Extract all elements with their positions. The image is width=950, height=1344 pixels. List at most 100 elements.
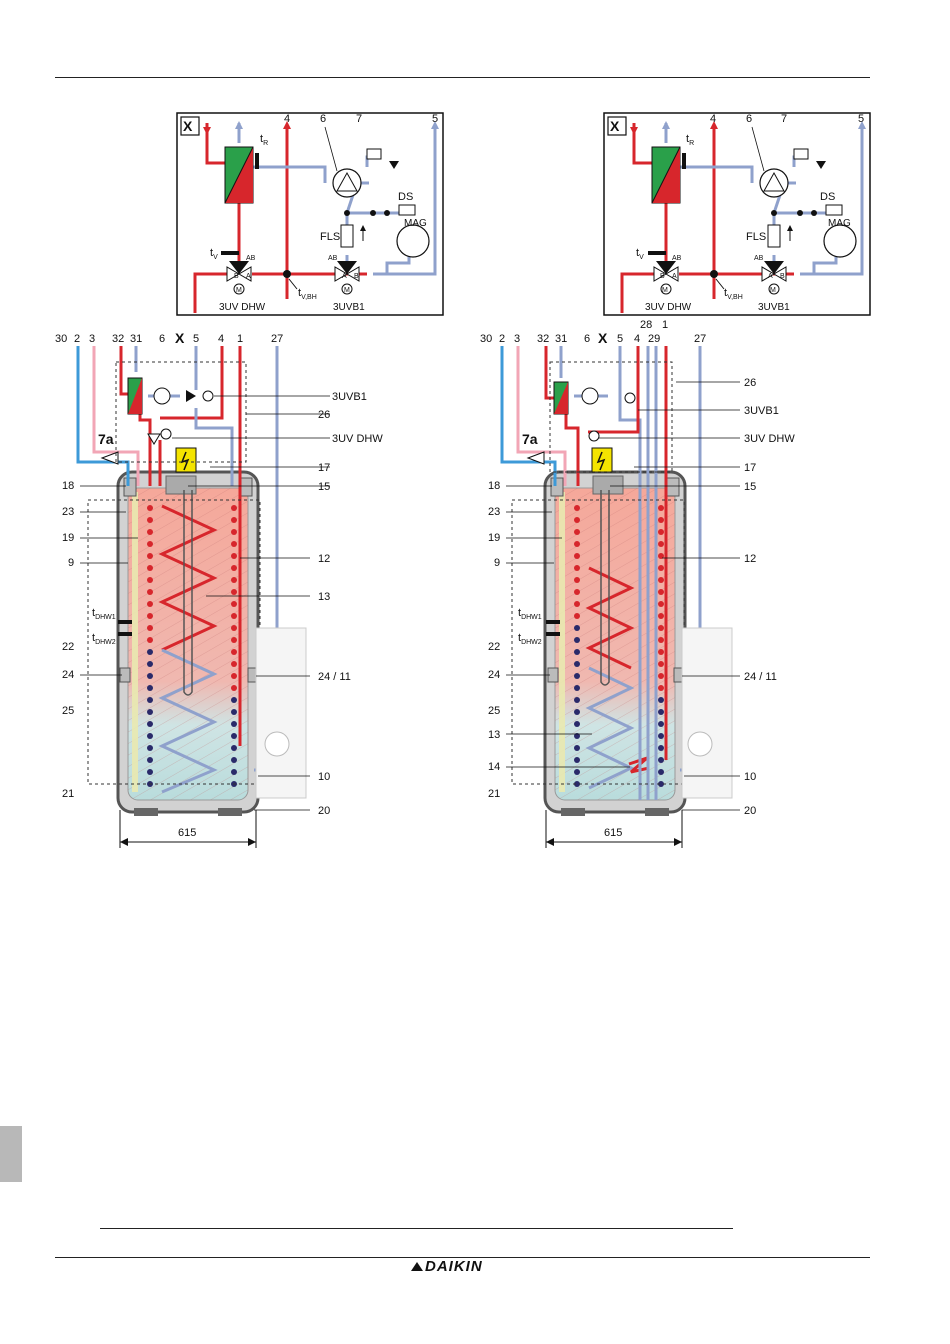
ds-label: DS: [820, 191, 835, 203]
ab-label: AB: [754, 255, 764, 262]
left-label: 18: [62, 480, 74, 492]
right-label: 20: [744, 805, 756, 817]
cold-zigzag-left: [158, 648, 218, 794]
valve-3uvb1-label: 3UVB1: [333, 302, 365, 313]
sensor-tv-label: tV: [210, 247, 218, 261]
schematic-x-right: [602, 111, 872, 317]
top-label: 31: [130, 333, 142, 345]
right-label: 12: [318, 553, 330, 565]
left-label: 9: [494, 557, 500, 569]
motor-label: M: [344, 287, 350, 294]
left-label: 14: [488, 761, 500, 773]
top-label: 3: [89, 333, 95, 345]
right-label: 13: [318, 591, 330, 603]
dimension-label: 615: [178, 827, 196, 839]
port-7a-label: 7a: [98, 431, 114, 447]
part-label: 7: [781, 113, 787, 125]
daikin-logo: DAIKIN: [411, 1258, 483, 1275]
pump-left: [153, 387, 171, 405]
top-label: 32: [112, 333, 124, 345]
ab-label: AB: [328, 255, 338, 262]
cold-zigzag-right: [585, 666, 635, 790]
sensor-tdhw1-label: tDHW1: [92, 607, 116, 621]
port-label: 4: [284, 113, 290, 125]
top-label: 5: [617, 333, 623, 345]
motor-label: M: [770, 287, 776, 294]
left-label: 23: [62, 506, 74, 518]
tank-right: [543, 470, 687, 818]
boundary-x-left: [115, 361, 247, 463]
right-label: 3UVB1: [332, 391, 367, 403]
schematic-x-left: [175, 111, 445, 317]
sensor-tv-label: tV: [636, 247, 644, 261]
right-label: 24 / 11: [318, 671, 351, 683]
right-label: 20: [318, 805, 330, 817]
right-label: 15: [318, 481, 330, 493]
footer-rule-short: [100, 1228, 733, 1229]
hot-zigzag-left: [158, 504, 218, 652]
right-label: 12: [744, 553, 756, 565]
dimension-label: 615: [604, 827, 622, 839]
motor-label: M: [236, 287, 242, 294]
left-label: 21: [62, 788, 74, 800]
valve-3uvb1-label: 3UVB1: [758, 302, 790, 313]
top-label: 6: [584, 333, 590, 345]
left-label: 22: [488, 641, 500, 653]
top-label: 30: [480, 333, 492, 345]
right-label: 3UV DHW: [744, 433, 795, 445]
leaders-left: [80, 395, 330, 811]
top-label: 1: [662, 319, 668, 331]
valve-3uv-dhw-label: 3UV DHW: [645, 302, 692, 313]
right-label: 17: [744, 462, 756, 474]
top-label: 2: [499, 333, 505, 345]
right-label: 15: [744, 481, 756, 493]
motor-label: M: [662, 287, 668, 294]
top-label: 5: [193, 333, 199, 345]
right-label: 17: [318, 462, 330, 474]
mag-label: MAG: [404, 218, 427, 229]
box-label: X: [183, 118, 193, 134]
a-label: A: [768, 273, 773, 280]
top-label: 4: [218, 333, 224, 345]
leaders-right: [506, 381, 740, 811]
top-label: 30: [55, 333, 67, 345]
fls-label: FLS: [746, 231, 766, 243]
port-label: 5: [432, 113, 438, 125]
left-label: 25: [488, 705, 500, 717]
sensor-tdhw2-label: tDHW2: [92, 632, 116, 646]
a-label: A: [672, 273, 677, 280]
left-label: 18: [488, 480, 500, 492]
tank-left: [116, 470, 260, 818]
right-label: 10: [318, 771, 330, 783]
valve-3uv-dhw-label: 3UV DHW: [219, 302, 266, 313]
schematic-labels-left: X 4 5 6 7 tR tV tV,BH DS MAG FLS 3UV DHW…: [183, 113, 438, 313]
port-7a-label: 7a: [522, 431, 538, 447]
tank-left-labels: 30 2 3 32 31 X 6 5 4 1 27 18 23 19 9 22 …: [55, 330, 383, 839]
top-label: 27: [694, 333, 706, 345]
part-label: 7: [356, 113, 362, 125]
top-label: X: [175, 330, 185, 346]
right-label: 10: [744, 771, 756, 783]
top-label: 4: [634, 333, 640, 345]
top-label: 3: [514, 333, 520, 345]
top-label: 27: [271, 333, 283, 345]
b-label: B: [780, 273, 785, 280]
schematic-labels-right: X 4 5 6 7 tR tV tV,BH DS MAG FLS 3UV DHW…: [610, 113, 864, 313]
top-label: 28: [640, 319, 652, 331]
left-label: 13: [488, 729, 500, 741]
a-label: A: [246, 273, 251, 280]
top-label: 1: [237, 333, 243, 345]
sensor-tr-label: tR: [260, 133, 268, 147]
sensor-tvbh-label: tV,BH: [298, 287, 317, 301]
b-label: B: [660, 273, 665, 280]
left-label: 23: [488, 506, 500, 518]
sensor-tdhw1-label: tDHW1: [518, 607, 542, 621]
ab-label: AB: [672, 255, 682, 262]
top-label: 29: [648, 333, 660, 345]
valve-7a-left: [100, 451, 119, 465]
sensor-tvbh-label: tV,BH: [724, 287, 743, 301]
b-label: B: [354, 273, 359, 280]
header-rule: [55, 77, 870, 78]
top-label: 2: [74, 333, 80, 345]
